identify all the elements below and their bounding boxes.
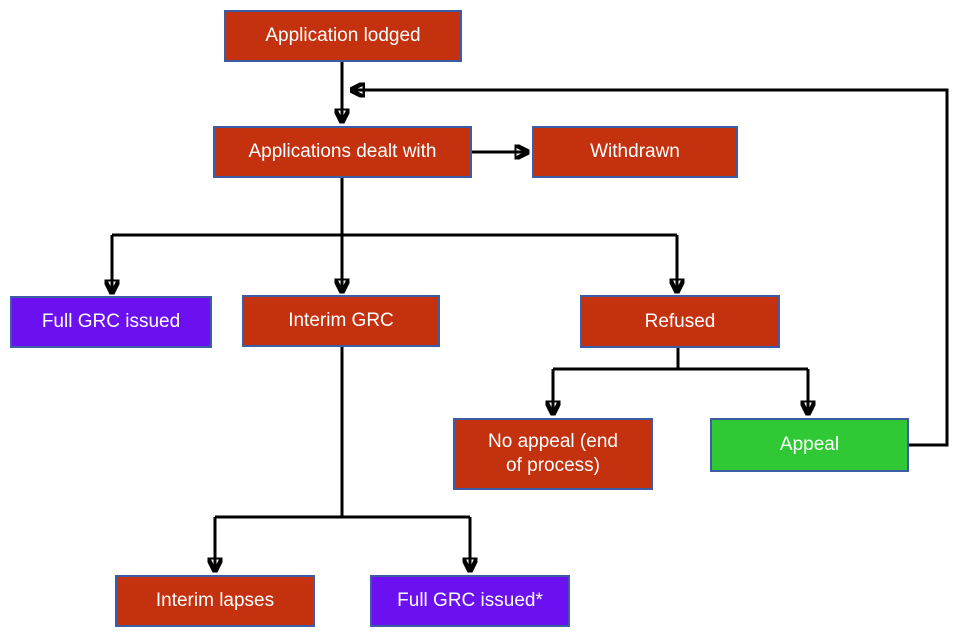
node-label: Appeal (779, 434, 840, 455)
node-label: Interim lapses (155, 590, 275, 611)
node-appeal: Appeal (710, 418, 909, 472)
node-label: Application lodged (265, 25, 421, 46)
node-label: No appeal (end of process) (488, 431, 618, 476)
node-interim-lapses: Interim lapses (115, 575, 315, 627)
node-no-appeal: No appeal (end of process) (453, 418, 653, 490)
node-full-grc-issued-final: Full GRC issued* (370, 575, 570, 627)
node-label: Full GRC issued* (397, 590, 543, 611)
node-label: Withdrawn (590, 141, 680, 162)
edge-appeal-feedback-to-dealt (352, 90, 949, 447)
node-label: Applications dealt with (248, 141, 437, 162)
node-label: Refused (644, 310, 716, 332)
node-refused: Refused (580, 295, 780, 348)
node-interim-grc: Interim GRC (242, 295, 440, 347)
node-withdrawn: Withdrawn (532, 126, 738, 178)
node-applications-dealt-with: Applications dealt with (213, 126, 472, 178)
node-label: Full GRC issued (41, 311, 181, 332)
node-application-lodged: Application lodged (224, 10, 462, 62)
node-label: Interim GRC (288, 310, 394, 331)
node-full-grc-issued: Full GRC issued (10, 296, 212, 348)
